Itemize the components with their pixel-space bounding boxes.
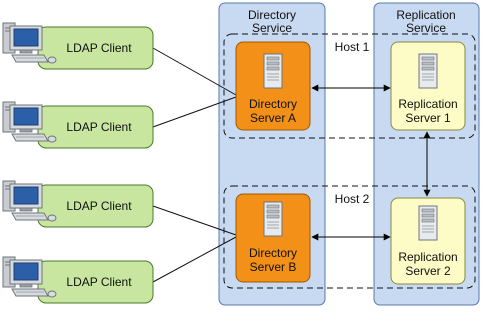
client-1-to-server-a-line [152, 47, 237, 96]
replication-service-title-line2: Service [406, 21, 446, 35]
client-4-to-server-b-line [152, 236, 237, 283]
server-icon [263, 201, 283, 237]
replication-server-2-label-line2: Server 2 [405, 264, 451, 278]
directory-server-a-label-line2: Server A [250, 111, 296, 125]
ldap-client-3: LDAP Client [2, 180, 154, 228]
directory-server-b: Directory Server B [235, 193, 311, 283]
host-2-label: Host 2 [335, 192, 370, 206]
directory-server-a-label-line1: Directory [249, 97, 297, 111]
directory-server-b-label-line2: Server B [250, 260, 297, 274]
replication-server-1-label-line2: Server 1 [405, 111, 451, 125]
replication-server-1-label-line1: Replication [398, 97, 457, 111]
server-icon [263, 53, 283, 89]
directory-server-a: Directory Server A [235, 41, 311, 131]
host-1-label: Host 1 [335, 40, 370, 54]
host-2-group: Host 2 [223, 185, 476, 289]
replication-service-title-line1: Replication [396, 8, 455, 22]
server-icon [418, 53, 438, 89]
directory-server-b-label-line1: Directory [249, 246, 297, 260]
client-3-to-server-b-line [152, 205, 237, 236]
replication-links [311, 84, 431, 241]
directory-service-title-line1: Directory [248, 8, 296, 22]
host-2-boundary [223, 185, 476, 289]
directory-server-b-box [235, 193, 311, 283]
ldap-client-4-label: LDAP Client [66, 275, 132, 289]
ldap-client-4: LDAP Client [2, 256, 154, 304]
server-icon [418, 205, 438, 241]
host-1-group: Host 1 [223, 33, 476, 139]
replication-server-2-label-line1: Replication [398, 250, 457, 264]
replication-server-1: Replication Server 1 [390, 41, 466, 131]
replication-server-2-box [390, 197, 466, 285]
client-2-to-server-a-line [152, 96, 237, 128]
ldap-client-1: LDAP Client [2, 22, 154, 70]
ldap-client-2: LDAP Client [2, 101, 154, 149]
ldap-client-2-label: LDAP Client [66, 120, 132, 134]
replication-server-2: Replication Server 2 [390, 197, 466, 285]
ldap-client-3-label: LDAP Client [66, 199, 132, 213]
directory-service-title-line2: Service [252, 21, 292, 35]
client-connections [152, 47, 237, 283]
ldap-client-1-label: LDAP Client [66, 41, 132, 55]
host-1-boundary [223, 33, 476, 139]
